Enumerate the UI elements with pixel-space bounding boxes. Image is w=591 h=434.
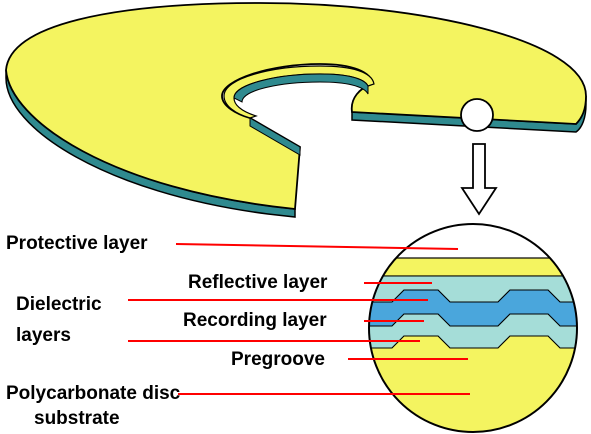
label-pregroove: Pregroove	[231, 349, 325, 370]
circle-marker-icon	[460, 98, 494, 132]
label-dielectric-line1: Dielectric	[16, 294, 102, 315]
leader-lines	[128, 243, 470, 395]
magnifier-outline	[368, 223, 578, 433]
label-protective-layer: Protective layer	[6, 233, 148, 254]
leader-protective	[175, 243, 459, 250]
disc-cut-edge	[249, 117, 301, 156]
label-dielectric-line2: layers	[16, 325, 71, 346]
down-arrow-icon	[460, 143, 498, 216]
magnified-cross-section	[369, 224, 577, 432]
label-reflective-layer: Reflective layer	[188, 272, 328, 293]
label-substrate-line1: Polycarbonate disc	[6, 383, 181, 404]
substrate-band	[369, 335, 577, 432]
disc-surface	[5, 2, 587, 210]
label-substrate-line2: substrate	[34, 408, 120, 429]
label-recording-layer: Recording layer	[183, 310, 327, 331]
disc-hub-rim	[233, 73, 369, 103]
